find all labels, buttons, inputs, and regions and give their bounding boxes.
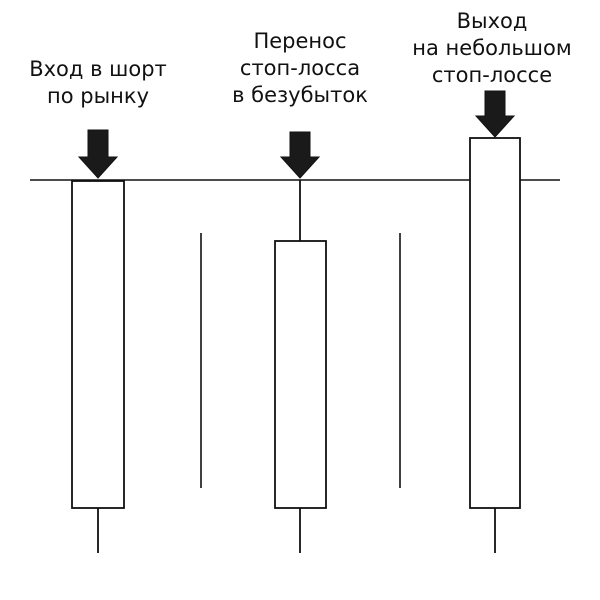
move-stop-annotation-line-1: Перенос [253,29,347,53]
exit-annotation-line-3: стоп-лоссе [431,63,553,87]
exit-annotation: Выход на небольшом стоп-лоссе [392,8,592,89]
move-stop-annotation-line-2: стоп-лосса [239,56,361,80]
candle-1-body [71,180,125,509]
entry-annotation-line-2: по рынку [46,84,149,108]
move-stop-annotation-line-3: в безубыток [232,83,368,107]
candle-3 [469,137,521,553]
arrow-down-icon [279,131,321,179]
candle-2 [274,180,327,553]
exit-annotation-line-1: Выход [456,9,528,33]
arrow-down-icon [474,90,516,138]
candle-1 [71,180,125,553]
arrow-down-icon [77,129,119,179]
move-stop-annotation: Перенос стоп-лосса в безубыток [205,28,395,109]
exit-annotation-line-2: на небольшом [412,36,572,60]
candle-2-body [274,240,327,509]
candle-3-body [469,137,521,509]
entry-annotation-line-1: Вход в шорт [29,57,167,81]
entry-annotation: Вход в шорт по рынку [8,56,188,110]
